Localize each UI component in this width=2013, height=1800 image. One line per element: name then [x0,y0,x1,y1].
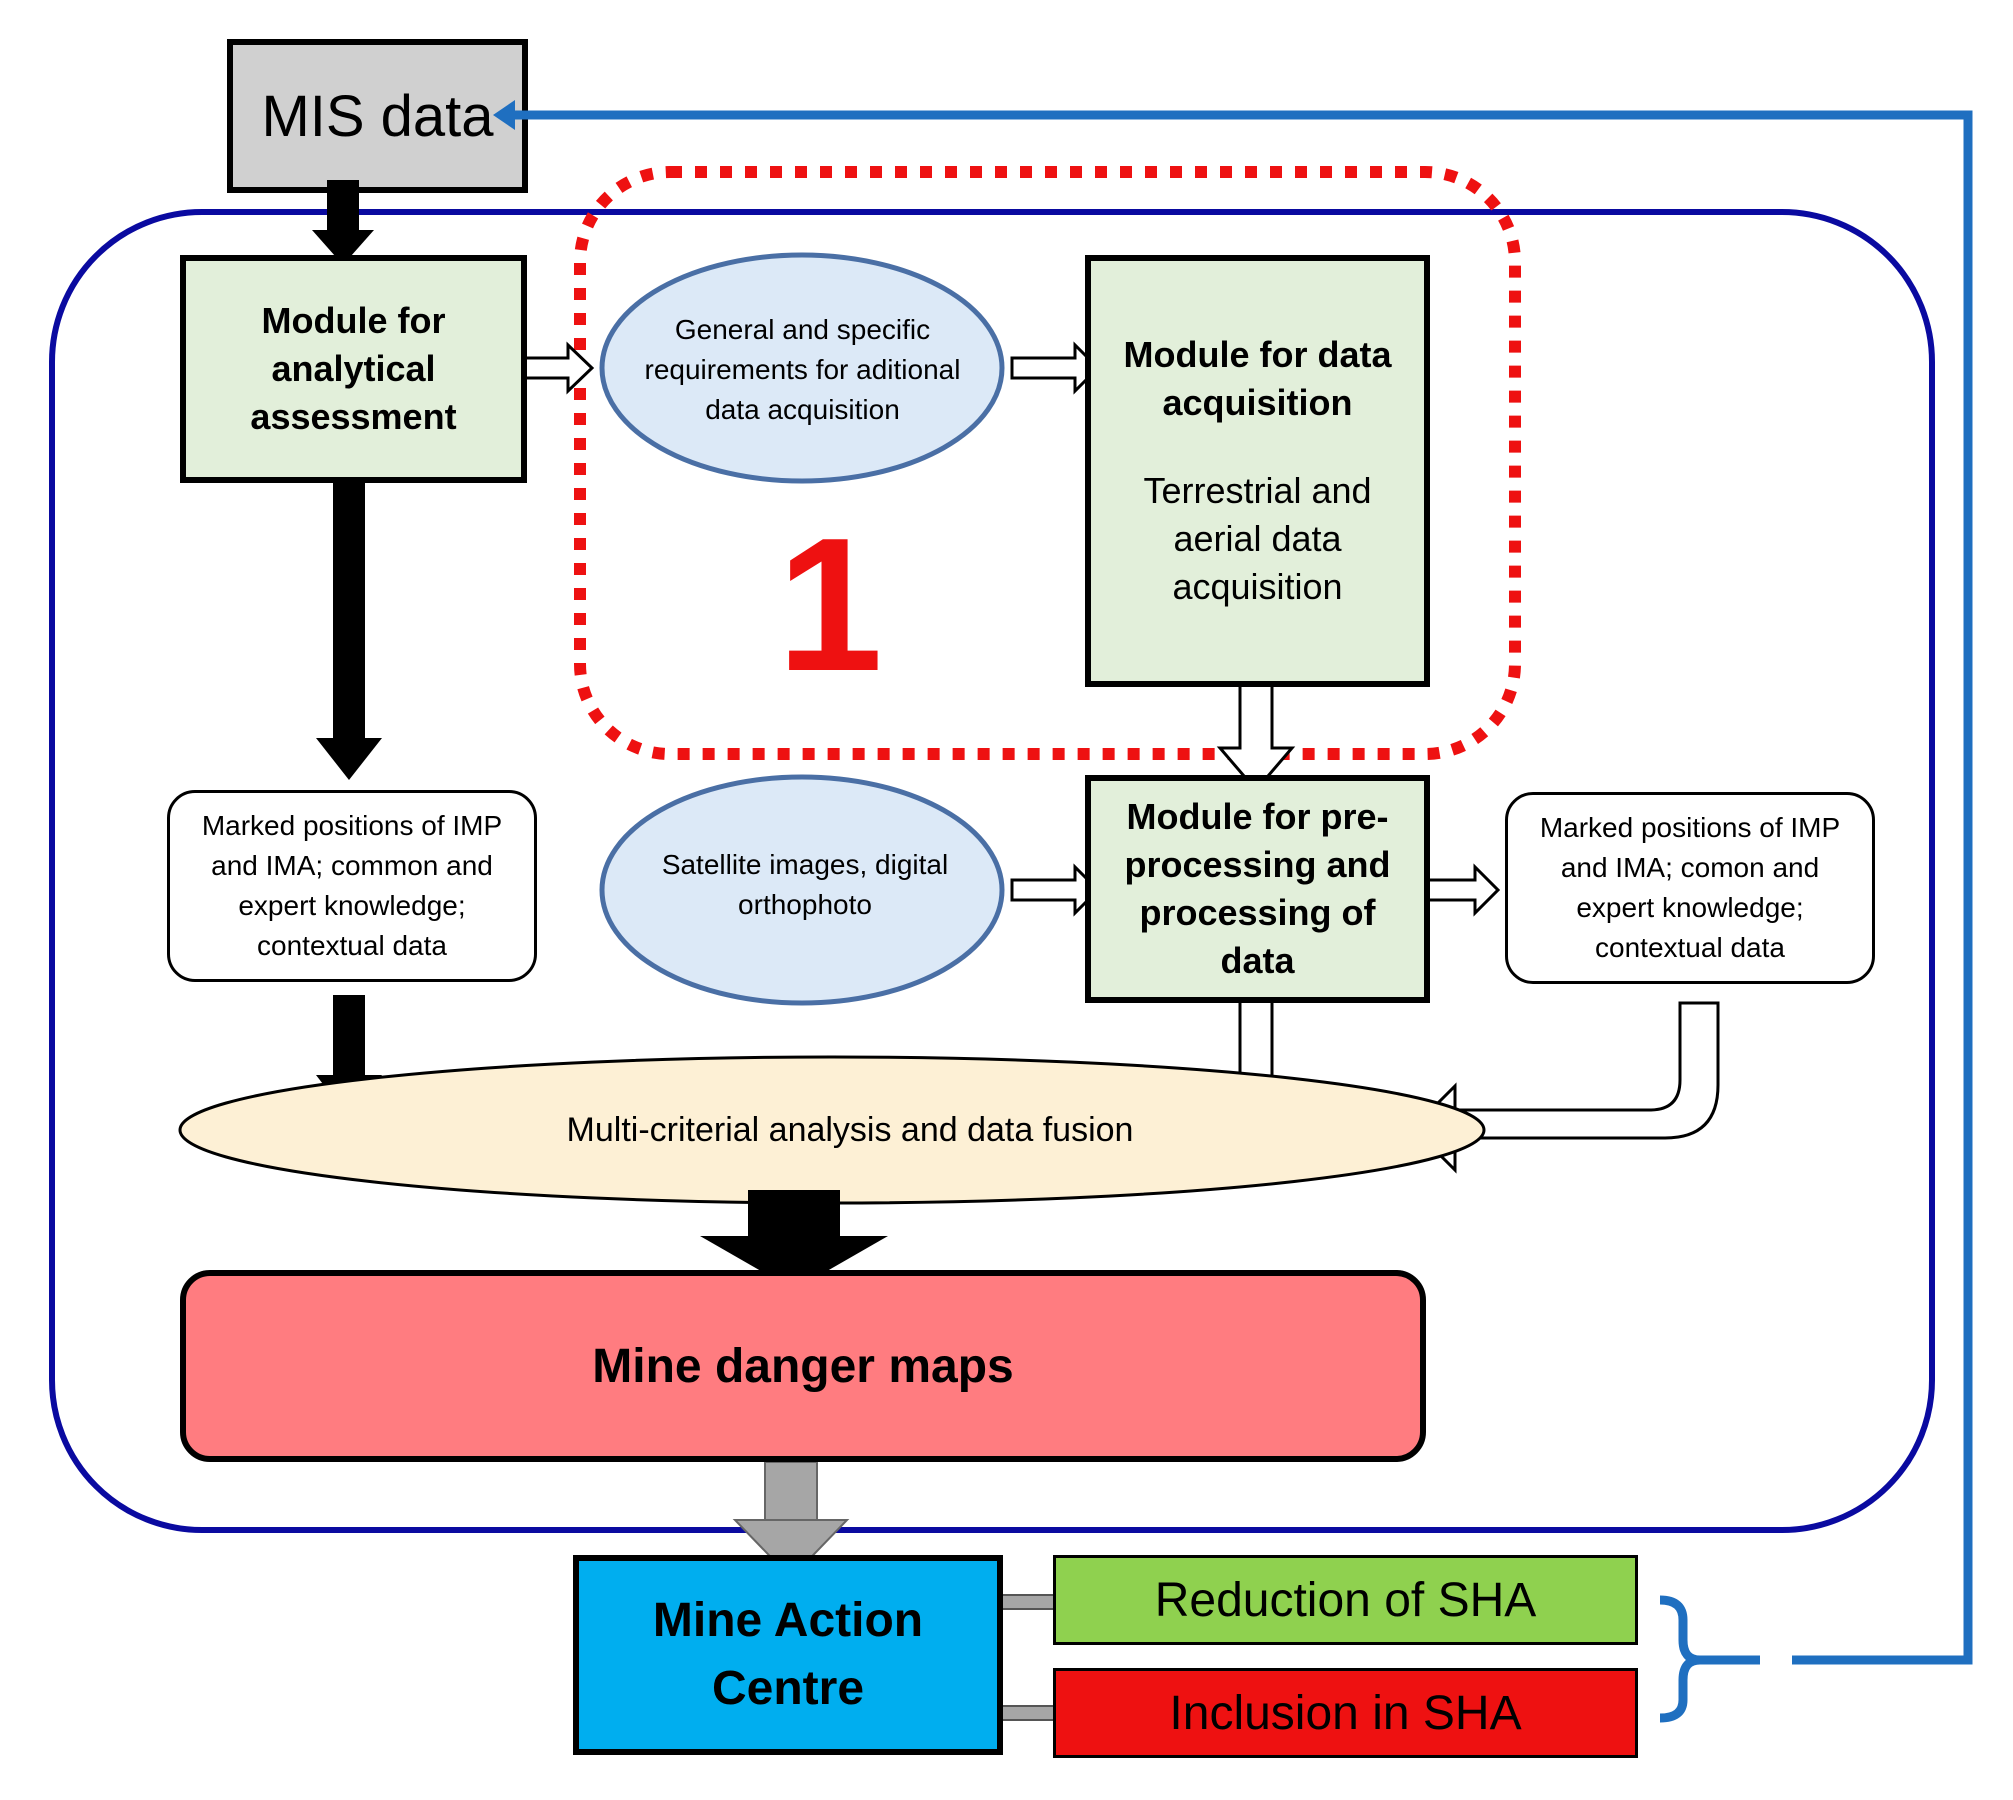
arrow-maps-to-centre-shaft [764,1461,818,1523]
marked-positions-right-box: Marked positions of IMP and IMA; comon a… [1505,792,1875,984]
acquisition-module-box: Module for data acquisition Terrestrial … [1085,255,1430,687]
arrow-mis-to-analytical-shaft [327,180,359,232]
mis-data-label: MIS data [261,83,494,149]
fusion-label: Multi-criterial analysis and data fusion [566,1110,1134,1149]
system-frame [49,209,1935,1533]
acquisition-module-title: Module for data acquisition [1123,334,1392,423]
arrow-maps-to-centre-head [732,1519,850,1580]
arrow-marked-right-to-fusion [1410,1001,1720,1174]
requirements-label: General and specific requirements for ad… [644,314,961,425]
arrow-marked-to-fusion-shaft [333,995,365,1077]
processing-module-box: Module for pre-processing and processing… [1085,775,1430,1003]
acquisition-module-subtitle: Terrestrial and aerial data acquisition [1143,470,1372,607]
analytical-module-box: Module for analytical assessment [180,255,527,483]
reduction-label: Reduction of SHA [1154,1573,1537,1627]
arrow-analytical-to-marked-head [316,738,382,780]
danger-maps-box: Mine danger maps [180,1270,1426,1462]
requirements-ellipse [599,252,1005,484]
acquisition-highlight-dotted [574,166,1521,760]
processing-module-label: Module for pre-processing and processing… [1124,796,1391,981]
reduction-box: Reduction of SHA [1053,1555,1638,1645]
arrow-fusion-to-maps-shaft [748,1190,840,1238]
arrow-fusion-to-maps-head [700,1236,888,1290]
marked-positions-right-label: Marked positions of IMP and IMA; comon a… [1539,812,1841,963]
marked-positions-left-label: Marked positions of IMP and IMA; common … [201,810,503,961]
danger-maps-label: Mine danger maps [592,1339,1014,1393]
action-centre-box: Mine Action Centre [573,1555,1003,1755]
satellite-ellipse [599,774,1005,1006]
inclusion-box: Inclusion in SHA [1053,1668,1638,1758]
marked-positions-left-box: Marked positions of IMP and IMA; common … [167,790,537,982]
feedback-loop-line [505,110,1973,1665]
action-centre-label: Mine Action Centre [652,1594,924,1715]
inclusion-label: Inclusion in SHA [1169,1686,1522,1740]
satellite-label: Satellite images, digital orthophoto [661,849,949,920]
outcome-brace [1659,1595,1760,1723]
arrow-mis-to-analytical-head [312,230,374,265]
feedback-loop-arrowhead [493,100,515,130]
analytical-module-label: Module for analytical assessment [250,300,457,437]
highlight-number: 1 [777,499,883,711]
arrow-analytical-to-marked-shaft [333,455,365,740]
